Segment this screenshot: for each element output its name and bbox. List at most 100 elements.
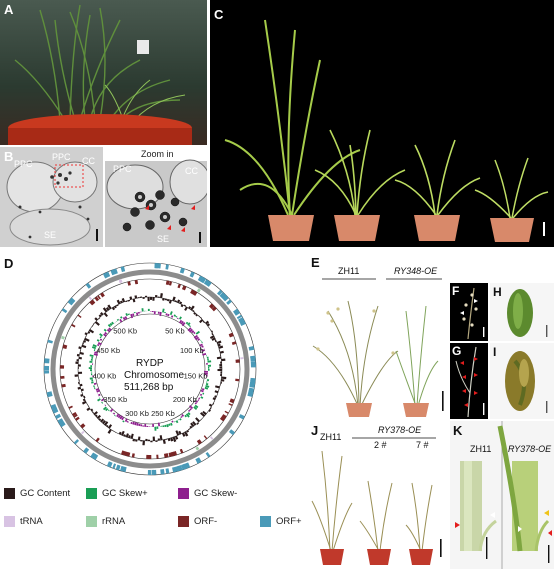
gc-content-bar (217, 369, 222, 372)
panel-b-zoom-image (105, 147, 207, 247)
ring-outline-3 (94, 313, 206, 425)
gc-skew-bar (141, 308, 144, 312)
gc-content-bar (137, 297, 140, 299)
genome-tick-label: 250 Kb (151, 409, 175, 418)
orf-minus-mark (146, 454, 149, 459)
panel-e-image (312, 278, 444, 417)
orf-minus-mark (228, 332, 234, 338)
gc-skew-bar (189, 408, 192, 411)
panel-a-label: A (4, 2, 14, 17)
gc-skew-bar (194, 404, 199, 409)
gc-skew-bar (97, 343, 100, 347)
gc-skew-bar (124, 418, 128, 422)
gc-content-bar (121, 430, 125, 436)
gc-skew-bar (188, 324, 191, 328)
gc-content-bar (147, 297, 150, 302)
orf-plus-mark (221, 294, 229, 302)
orf-plus-mark (60, 422, 66, 428)
legend-label: GC Content (20, 488, 71, 499)
gc-skew-bar (180, 320, 184, 325)
legend-swatch (4, 516, 15, 527)
orf-plus-mark (106, 461, 113, 468)
gc-skew-bar (151, 311, 154, 313)
gc-skew-bar (108, 327, 112, 331)
gc-content-bar (176, 299, 181, 304)
panel-j-zh11: ZH11 (320, 432, 342, 442)
gc-skew-bar (195, 330, 200, 335)
gc-skew-bar (187, 327, 192, 332)
gc-content-bar (180, 304, 184, 308)
gc-skew-bar (127, 313, 130, 316)
gc-skew-bar (91, 356, 94, 359)
gc-skew-bar (197, 399, 200, 402)
gc-skew-bar (173, 314, 176, 317)
orf-minus-mark (60, 365, 65, 369)
gc-content-bar (123, 434, 126, 437)
gc-skew-bar (167, 313, 170, 317)
orf-minus-mark (193, 291, 198, 296)
panel-j-label: J (311, 423, 319, 438)
gc-content-bar (79, 383, 83, 387)
orf-minus-mark (127, 452, 131, 457)
gc-skew-bar (181, 322, 186, 327)
genome-tick-label: 50 Kb (165, 326, 185, 335)
gc-skew-bar (138, 423, 141, 427)
gc-skew-bar (205, 383, 209, 386)
gc-content-bar (220, 381, 223, 384)
gc-skew-bar (91, 381, 94, 384)
gc-content-bar (144, 295, 148, 298)
panel-f-image (460, 287, 485, 340)
gc-skew-bar (90, 358, 93, 361)
gc-skew-bar (179, 319, 183, 324)
gc-content-bar (157, 296, 160, 298)
gc-skew-bar (115, 320, 118, 323)
gc-content-bar (78, 366, 79, 369)
orf-plus-mark (189, 271, 195, 278)
gc-skew-bar (104, 404, 107, 407)
orf-plus-mark (120, 266, 126, 272)
gc-skew-bar (188, 328, 193, 333)
orf-plus-mark (250, 355, 256, 360)
panel-e-photo: E ZH11 RY348-OE (308, 251, 448, 419)
ring-outline-1 (59, 278, 241, 460)
panel-c-photo: C (210, 0, 554, 247)
gc-skew-bar (206, 379, 210, 382)
orf-plus-mark (182, 462, 190, 470)
genome-tick-label: 350 Kb (103, 395, 127, 404)
gc-skew-bar (157, 311, 160, 314)
panel-b-zoom-se: SE (157, 234, 170, 244)
gc-content-bar (93, 411, 98, 416)
gc-skew-bar (103, 403, 105, 405)
panel-j-line-7: 7 # (416, 440, 429, 450)
gc-content-bar (125, 433, 129, 438)
gc-content-bar (78, 381, 80, 385)
genome-tick-label: 150 Kb (184, 372, 208, 381)
gc-skew-bar (198, 397, 201, 400)
gc-skew-bar (97, 342, 102, 346)
orf-minus-mark (100, 292, 105, 298)
gc-content-bar (218, 345, 224, 349)
gc-content-bar (198, 315, 201, 317)
gc-content-bar (103, 312, 108, 318)
gc-content-bar (77, 386, 81, 390)
chromosome-backbone (50, 269, 250, 469)
orf-minus-mark (196, 440, 201, 445)
gc-skew-bar (98, 396, 100, 399)
rrna-mark (196, 288, 201, 293)
panel-b-image (0, 147, 103, 247)
gc-content-bar (220, 361, 222, 364)
gc-skew-bar (176, 317, 179, 320)
orf-minus-mark (180, 449, 183, 454)
gc-content-bar (195, 313, 198, 317)
gc-content-bar (78, 356, 82, 360)
gc-skew-bar (152, 423, 155, 427)
panel-h-image (490, 283, 554, 341)
orf-plus-mark (205, 451, 211, 458)
gc-content-bar (135, 439, 138, 442)
gc-content-bar (164, 298, 168, 301)
gc-content-bar (121, 298, 126, 303)
gc-skew-bar (193, 334, 198, 339)
gc-content-bar (152, 436, 156, 441)
gc-content-bar (129, 296, 133, 300)
orf-minus-mark (163, 453, 169, 458)
